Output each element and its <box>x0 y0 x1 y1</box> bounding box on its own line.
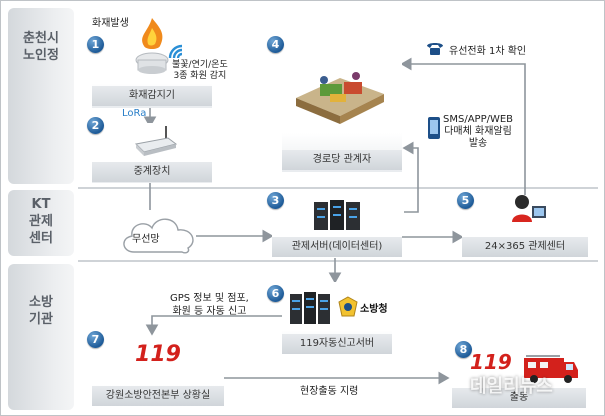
row-band-fire <box>8 264 74 410</box>
row-separator-top <box>78 187 598 189</box>
step-badge-4: 4 <box>267 36 284 53</box>
server-rack-icon <box>314 200 360 230</box>
telephone-icon <box>427 43 443 55</box>
server-rack-icon-2 <box>290 292 330 324</box>
caption-relay: 중계장치 <box>92 162 212 182</box>
logo-119-station: 119 <box>135 342 181 367</box>
wired-call-label: 유선전화 1차 확인 <box>449 46 527 57</box>
caption-monitoring-center: 24×365 관제센터 <box>462 237 588 257</box>
step-badge-2: 2 <box>87 117 104 134</box>
wireless-network-cloud-icon <box>123 218 194 254</box>
mobile-phone-icon <box>428 117 440 139</box>
step-badge-3: 3 <box>267 192 284 209</box>
wireless-signal-icon <box>168 44 183 59</box>
relay-device-icon <box>134 126 178 156</box>
step-badge-8: 8 <box>455 341 472 358</box>
arrow-center-to-manager <box>400 57 526 195</box>
watermark: 데일리뉴스 <box>470 376 553 397</box>
caption-situation-room: 강원소방안전본부 상황실 <box>92 386 224 406</box>
arrow-119-to-station <box>145 315 282 336</box>
caption-manager: 경로당 관계자 <box>282 150 402 170</box>
caption-server: 관제서버(데이터센터) <box>272 237 402 257</box>
senior-center-icon <box>296 72 384 124</box>
fire-truck-icon <box>524 355 578 383</box>
gps-report-text: GPS 정보 및 점포,화원 등 자동 신고 <box>170 293 249 317</box>
wireless-network-label: 무선망 <box>132 234 160 245</box>
step-badge-5: 5 <box>457 192 474 209</box>
step-badge-1: 1 <box>87 36 104 53</box>
row-band-chuncheon <box>8 8 74 184</box>
caption-dispatch: 출동 <box>452 388 586 408</box>
logo-119-dispatch: 119 <box>470 350 512 374</box>
row-band-kt <box>8 190 74 256</box>
caption-auto-report-server: 119자동신고서버 <box>282 334 392 354</box>
caption-fire-detector: 화재감지기 <box>92 86 212 106</box>
fire-detector-icon <box>135 18 169 74</box>
dispatch-order-label: 현장출동 지령 <box>300 386 359 397</box>
arrow-server-to-manager <box>402 141 419 213</box>
row-separator-bottom <box>78 260 598 262</box>
step-badge-7: 7 <box>87 331 104 348</box>
lora-label: LoRa <box>122 108 147 119</box>
fire-occurrence-label: 화재발생 <box>92 18 129 29</box>
fire-agency-logo-text: 소방청 <box>360 304 388 315</box>
step-badge-6: 6 <box>267 285 284 302</box>
fire-agency-emblem-icon <box>338 296 358 317</box>
operator-icon <box>512 195 546 222</box>
